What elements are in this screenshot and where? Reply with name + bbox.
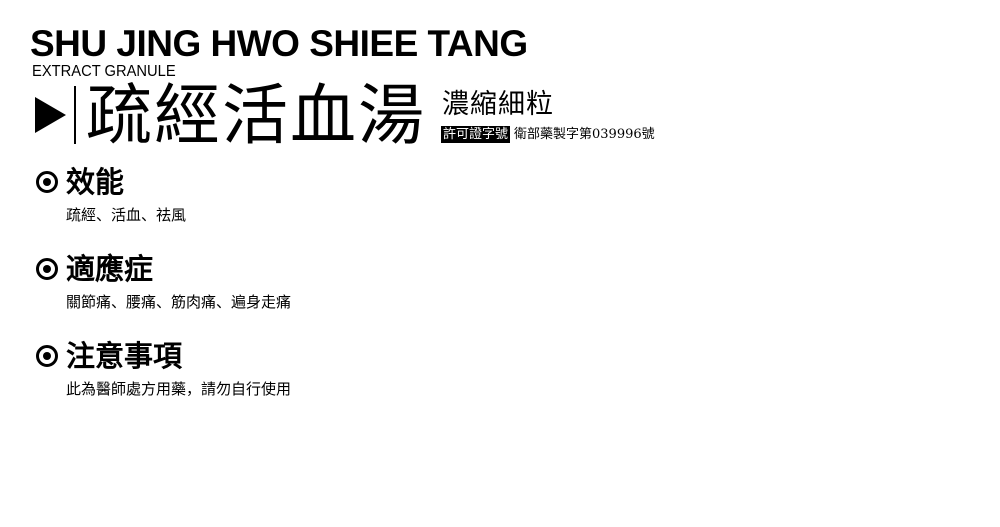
license-number: 衛部藥製字第039996號	[514, 126, 655, 142]
section-title: 適應症	[66, 252, 154, 286]
section-heading: 注意事項	[36, 336, 291, 376]
section-indications: 適應症 關節痛、腰痛、筋肉痛、遍身走痛	[36, 249, 291, 313]
section-body: 疏經、活血、祛風	[66, 206, 187, 224]
license-label-badge: 許可證字號	[441, 125, 511, 143]
title-divider	[74, 86, 76, 144]
section-precautions: 注意事項 此為醫師處方用藥，請勿自行使用	[36, 336, 291, 400]
section-body: 關節痛、腰痛、筋肉痛、遍身走痛	[66, 293, 292, 311]
bullseye-icon	[36, 258, 58, 280]
section-title: 注意事項	[66, 339, 183, 373]
chinese-product-name: 疏經活血湯	[86, 77, 426, 154]
bullseye-icon	[36, 345, 58, 367]
section-efficacy: 效能 疏經、活血、祛風	[36, 162, 186, 226]
english-product-subtitle: EXTRACT GRANULE	[32, 63, 176, 80]
bullseye-icon	[36, 171, 58, 193]
license-info: 許可證字號 衛部藥製字第039996號	[441, 125, 655, 143]
play-triangle-icon	[35, 97, 66, 133]
section-heading: 適應症	[36, 249, 291, 289]
section-heading: 效能	[36, 162, 186, 202]
section-body: 此為醫師處方用藥，請勿自行使用	[66, 380, 292, 398]
english-product-name: SHU JING HWO SHIEE TANG	[30, 23, 528, 64]
section-title: 效能	[66, 165, 125, 199]
chinese-product-subtitle: 濃縮細粒	[442, 89, 554, 120]
